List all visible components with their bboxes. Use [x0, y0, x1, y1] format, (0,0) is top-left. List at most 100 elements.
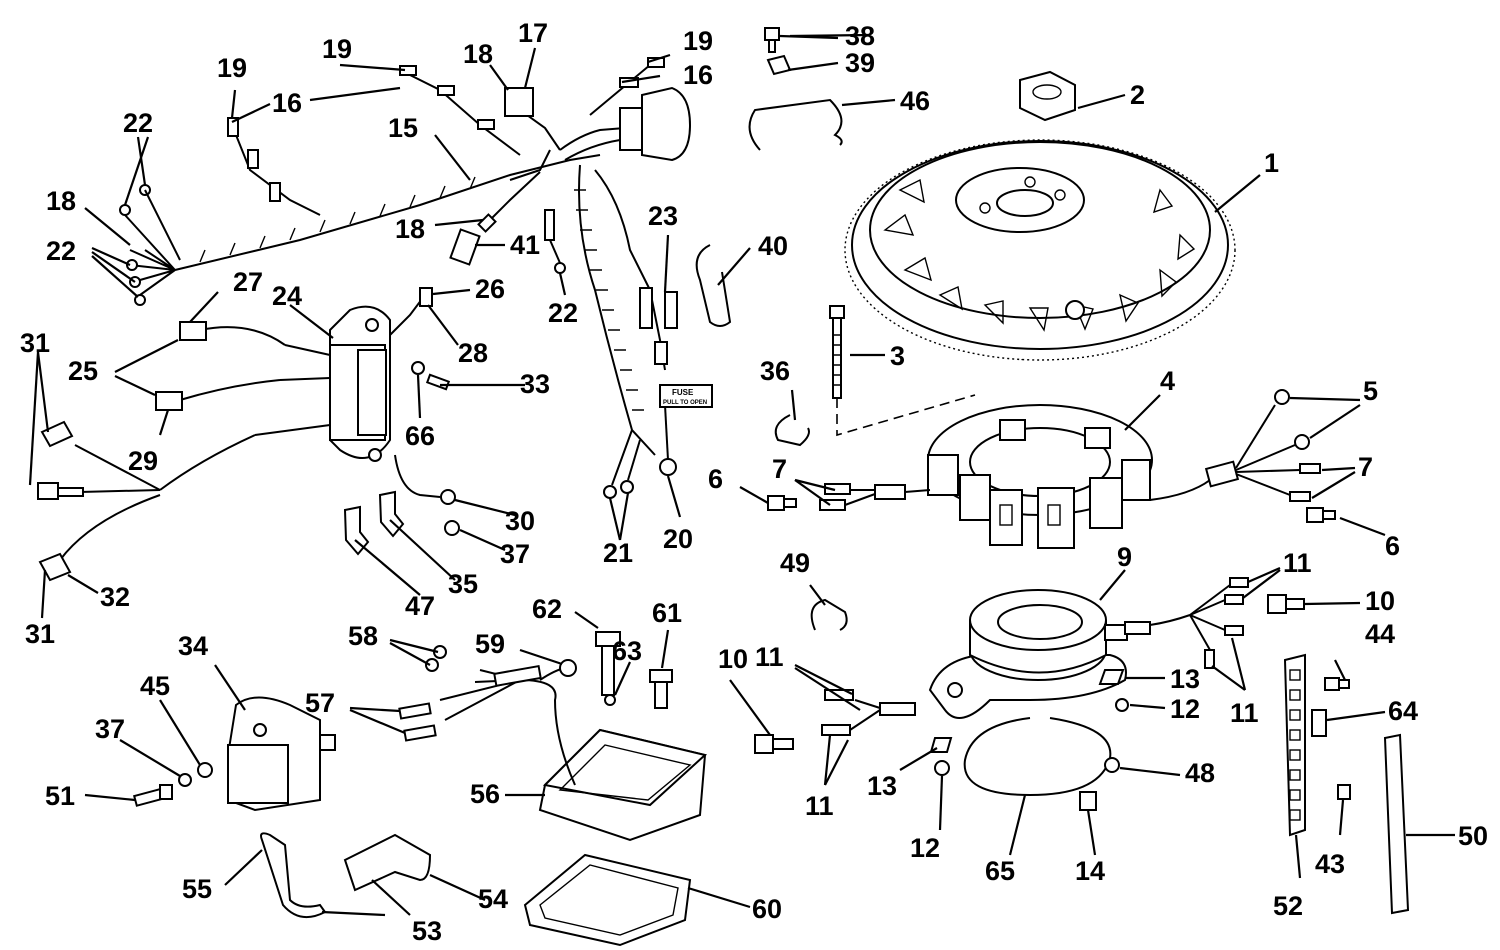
part-timer-base	[928, 589, 1191, 719]
callout-12b: 12	[910, 833, 940, 863]
fuse-tag: FUSE PULL TO OPEN	[659, 384, 713, 408]
callout-labels: 1 2 3 4 5 6 6 7 7 9 10 10 11 11 11 11 12…	[20, 18, 1488, 946]
part-stator-bolt	[829, 305, 976, 437]
part-spark-plug-leads	[37, 420, 256, 582]
callout-55: 55	[182, 874, 212, 904]
part-screw-6	[767, 495, 1336, 523]
part-sensor-10	[754, 594, 1305, 754]
callout-31a: 31	[20, 328, 50, 358]
callout-10b: 10	[718, 644, 748, 674]
callout-36: 36	[760, 356, 790, 386]
callout-3: 3	[890, 341, 905, 371]
callout-45: 45	[140, 671, 170, 701]
part-hardware-43-44-64	[1311, 677, 1351, 800]
callout-49: 49	[780, 548, 810, 578]
callout-60: 60	[752, 894, 782, 924]
part-terminal-strip	[1283, 653, 1306, 837]
part-coil-leads	[155, 321, 286, 411]
callout-53: 53	[412, 916, 442, 946]
callout-59: 59	[475, 629, 505, 659]
callout-61: 61	[652, 598, 682, 628]
part-clip-49	[810, 598, 848, 631]
part-wiring-harness	[119, 65, 601, 306]
part-stator-leads-left	[819, 483, 906, 511]
callout-66: 66	[405, 421, 435, 451]
callout-65: 65	[985, 856, 1015, 886]
callout-27: 27	[233, 267, 263, 297]
callout-22a: 22	[123, 108, 153, 138]
callout-1: 1	[1264, 148, 1279, 178]
callout-34: 34	[178, 631, 208, 661]
callout-64: 64	[1388, 696, 1418, 726]
leader-lines	[28, 33, 1455, 917]
callout-12a: 12	[1170, 694, 1200, 724]
callout-5: 5	[1363, 376, 1378, 406]
part-rectifier	[398, 631, 708, 842]
callout-37b: 37	[95, 714, 125, 744]
callout-39: 39	[845, 48, 875, 78]
callout-22c: 22	[548, 298, 578, 328]
part-main-connector	[559, 57, 692, 162]
part-harness-conduit	[544, 164, 678, 499]
callout-11d: 11	[805, 791, 834, 821]
callout-16a: 16	[272, 88, 302, 118]
callout-63: 63	[612, 636, 642, 666]
part-retaining-ring	[963, 717, 1112, 797]
part-clip-40	[695, 244, 732, 327]
callout-47: 47	[405, 591, 435, 621]
callout-23: 23	[648, 201, 678, 231]
part-timer-leads-right	[1189, 577, 1249, 669]
callout-24: 24	[272, 281, 302, 311]
callout-50: 50	[1458, 821, 1488, 851]
callout-11b: 11	[1230, 698, 1259, 728]
callout-6b: 6	[1385, 531, 1400, 561]
callout-13a: 13	[1170, 664, 1200, 694]
callout-19a: 19	[322, 34, 352, 64]
callout-62: 62	[532, 594, 562, 624]
callout-52: 52	[1273, 891, 1303, 921]
callout-56: 56	[470, 779, 500, 809]
part-gasket	[523, 853, 692, 947]
part-clip-36	[774, 414, 810, 447]
part-power-pack	[254, 287, 456, 505]
fuse-tag-line2: PULL TO OPEN	[663, 400, 707, 406]
callout-14: 14	[1075, 856, 1105, 886]
callout-21: 21	[603, 538, 633, 568]
callout-11a: 11	[1283, 548, 1312, 578]
callout-58: 58	[348, 621, 378, 651]
part-clamps	[343, 490, 460, 556]
callout-51: 51	[45, 781, 75, 811]
callout-41: 41	[510, 230, 540, 260]
callout-15: 15	[388, 113, 418, 143]
callout-6a: 6	[708, 464, 723, 494]
callout-40: 40	[758, 231, 788, 261]
callout-44: 44	[1365, 619, 1395, 649]
callout-22b: 22	[46, 236, 76, 266]
callout-37a: 37	[500, 539, 530, 569]
callout-7a: 7	[772, 454, 787, 484]
fuse-tag-line1: FUSE	[672, 388, 694, 397]
callout-20: 20	[663, 524, 693, 554]
callout-38: 38	[845, 21, 875, 51]
part-stator-leads-right	[1204, 389, 1321, 502]
part-clips-38-39-46	[748, 27, 843, 151]
callout-13b: 13	[867, 771, 897, 801]
callout-57: 57	[305, 688, 335, 718]
callout-35: 35	[448, 569, 478, 599]
callout-48: 48	[1185, 758, 1215, 788]
part-ignition-coil	[132, 696, 336, 812]
part-flywheel	[844, 139, 1236, 361]
callout-32: 32	[100, 582, 130, 612]
part-strip-50	[1383, 733, 1410, 915]
callout-19c: 19	[683, 26, 713, 56]
callout-46: 46	[900, 86, 930, 116]
callout-18b: 18	[46, 186, 76, 216]
callout-18a: 18	[463, 39, 493, 69]
callout-4: 4	[1160, 366, 1175, 396]
part-stator	[904, 404, 1211, 549]
callout-31b: 31	[25, 619, 55, 649]
callout-2: 2	[1130, 80, 1145, 110]
callout-18c: 18	[395, 214, 425, 244]
callout-10a: 10	[1365, 586, 1395, 616]
callout-28: 28	[458, 338, 488, 368]
